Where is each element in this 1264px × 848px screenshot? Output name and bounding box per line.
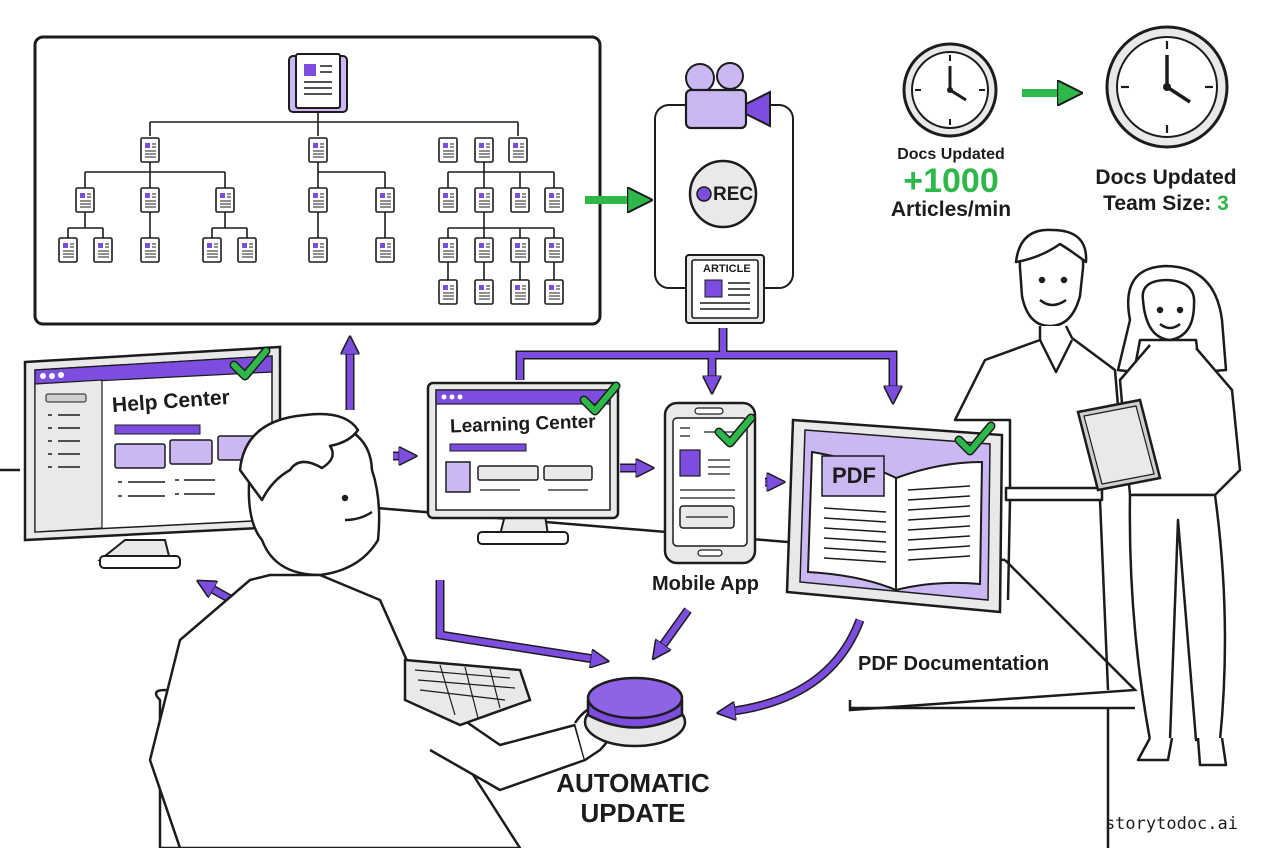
stats-after-team: Team Size: 3: [1085, 191, 1247, 217]
mobile-app-phone: [663, 401, 757, 565]
automatic-update-button-icon: [583, 676, 687, 748]
tablet-icon: [1076, 398, 1162, 492]
stats-before-caption: Docs Updated: [897, 146, 1005, 163]
team-man: [953, 228, 1122, 691]
pdf-documentation-label: PDF Documentation: [858, 653, 1050, 675]
article-label: ARTICLE: [703, 263, 751, 275]
media-sources: [654, 62, 794, 324]
stats-after: Docs Updated Team Size: 3: [1085, 165, 1247, 217]
pdf-tablet: [785, 418, 1004, 614]
article-icon: [685, 254, 765, 324]
mobile-app-label: Mobile App: [652, 573, 760, 595]
automatic-update-line1: AUTOMATIC: [556, 768, 710, 798]
stats-after-caption: Docs Updated: [1095, 166, 1237, 189]
keyboard: [403, 658, 532, 727]
rec-icon: [688, 159, 758, 229]
brand-watermark: storytodoc.ai: [1104, 814, 1238, 834]
clock-before-icon: [902, 42, 998, 138]
root-document-icon: [288, 53, 348, 113]
knowledge-tree-panel: [33, 35, 602, 326]
learning-center-monitor: [426, 381, 620, 545]
automatic-update-line2: UPDATE: [580, 798, 686, 828]
rec-label: REC: [713, 184, 754, 205]
team-size-value: 3: [1217, 192, 1229, 215]
clock-after-icon: [1105, 25, 1229, 149]
automatic-update-label: AUTOMATIC UPDATE: [548, 768, 718, 828]
stats-before: Docs Updated +1000 Articles/min: [878, 146, 1024, 221]
tree-connectors: [67, 112, 555, 280]
stats-before-unit: Articles/min: [890, 197, 1012, 221]
seated-user: [148, 412, 616, 848]
pdf-badge: PDF: [832, 463, 876, 488]
stats-before-value: +1000: [903, 161, 999, 200]
help-center-monitor: [23, 345, 282, 569]
video-camera-icon: [684, 62, 771, 130]
team-size-label: Team Size:: [1103, 192, 1212, 215]
distribution-arrows: [205, 328, 893, 712]
